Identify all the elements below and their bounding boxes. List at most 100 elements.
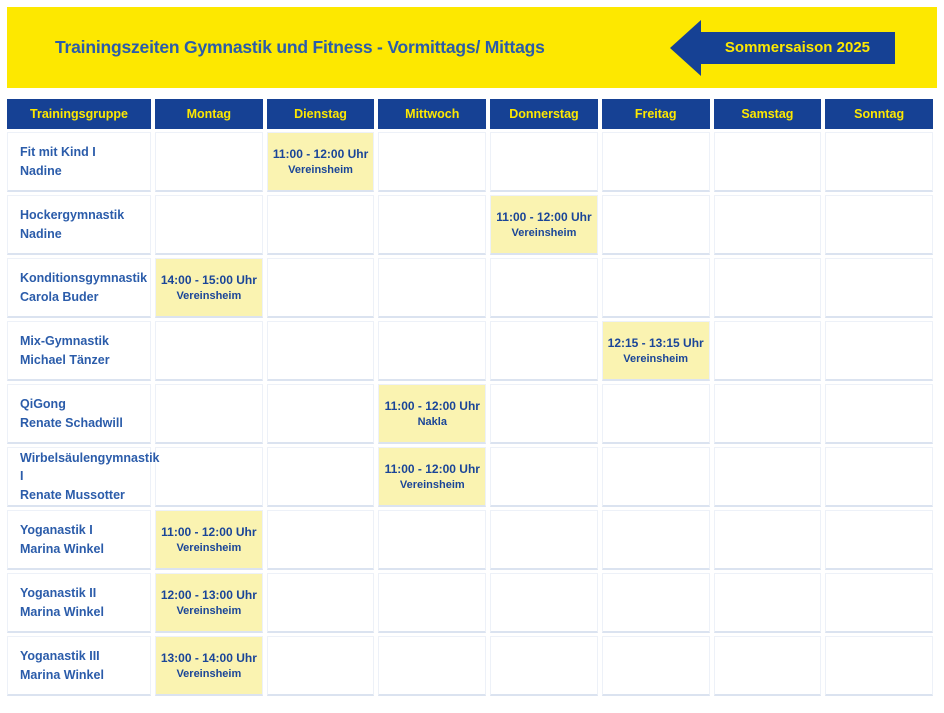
group-cell: Yoganastik I Marina Winkel	[7, 510, 151, 570]
session-location: Vereinsheim	[399, 479, 465, 492]
session-cell	[155, 384, 263, 444]
group-name: Yoganastik II	[20, 586, 97, 601]
trainer-name: Renate Mussotter	[20, 487, 125, 502]
session-cell	[601, 573, 710, 633]
session-location: Nakla	[417, 416, 447, 429]
trainer-name: Nadine	[20, 163, 62, 178]
session-cell	[601, 132, 710, 192]
session-cell	[378, 636, 487, 696]
page-title: Trainingszeiten Gymnastik und Fitness - …	[55, 37, 545, 57]
session-location: Vereinsheim	[176, 605, 242, 618]
session-cell	[825, 573, 933, 633]
arrow-left-icon	[669, 19, 701, 76]
session-time: 11:00 - 12:00 Uhr	[272, 147, 369, 162]
session-cell	[490, 258, 598, 318]
table-row: Yoganastik I Marina Winkel 11:00 - 12:00 U…	[7, 510, 933, 570]
session-cell	[266, 321, 375, 381]
session-cell	[713, 132, 822, 192]
session-cell	[378, 132, 487, 192]
session-cell	[490, 132, 598, 192]
group-name: Hockergymnastik	[20, 208, 125, 223]
session-cell	[490, 384, 598, 444]
session-cell	[266, 195, 375, 255]
session-cell	[266, 258, 375, 318]
session-location: Vereinsheim	[176, 542, 242, 555]
session-cell	[713, 195, 822, 255]
trainer-name: Marina Winkel	[20, 667, 104, 682]
trainer-name: Michael Tänzer	[20, 352, 110, 367]
session-time: 11:00 - 12:00 Uhr	[384, 399, 480, 414]
session-cell	[266, 573, 375, 633]
schedule-table: Trainingsgruppe Montag Dienstag Mittwoch…	[3, 96, 937, 699]
session-cell	[378, 573, 487, 633]
session-cell	[378, 510, 487, 570]
trainer-name: Renate Schadwill	[20, 415, 123, 430]
group-name: Yoganastik I	[20, 523, 93, 538]
group-name: Wirbelsäulengymnastik I	[20, 451, 160, 484]
session-cell	[155, 132, 263, 192]
session-cell	[825, 195, 933, 255]
session-cell	[601, 384, 710, 444]
session-location: Vereinsheim	[288, 164, 353, 177]
session-cell	[713, 258, 822, 318]
group-cell: Yoganastik II Marina Winkel	[7, 573, 151, 633]
group-name: Mix-Gymnastik	[20, 334, 109, 349]
column-header-sonntag: Sonntag	[825, 99, 933, 129]
session-cell	[490, 636, 598, 696]
session-cell	[490, 321, 598, 381]
table-row: Yoganastik III Marina Winkel 13:00 - 14:00…	[7, 636, 933, 696]
session-cell	[266, 384, 375, 444]
session-cell	[825, 132, 933, 192]
column-header-montag: Montag	[155, 99, 263, 129]
session-time: 12:15 - 13:15 Uhr	[607, 336, 704, 351]
schedule-table-container: Trainingsgruppe Montag Dienstag Mittwoch…	[7, 96, 937, 699]
session-cell	[155, 195, 263, 255]
season-badge: Sommersaison 2025	[669, 19, 895, 76]
session-time: 11:00 - 12:00 Uhr	[384, 462, 480, 477]
session-cell	[601, 447, 710, 507]
session-time: 11:00 - 12:00 Uhr	[496, 210, 592, 225]
session-cell	[825, 384, 933, 444]
table-header-row: Trainingsgruppe Montag Dienstag Mittwoch…	[7, 99, 933, 129]
session-cell	[490, 447, 598, 507]
group-name: Konditionsgymnastik	[20, 271, 148, 286]
session-cell	[601, 636, 710, 696]
session-cell	[825, 258, 933, 318]
session-time: 14:00 - 15:00 Uhr	[160, 273, 257, 288]
session-cell	[601, 258, 710, 318]
table-row: Wirbelsäulengymnastik I Renate Mussotter 1…	[7, 447, 933, 507]
session-time: 11:00 - 12:00 Uhr	[161, 525, 257, 540]
session-cell	[490, 573, 598, 633]
group-name: QiGong	[20, 397, 66, 412]
session-location: Vereinsheim	[176, 668, 242, 681]
session-cell	[266, 510, 375, 570]
trainer-name: Marina Winkel	[20, 541, 104, 556]
group-name: Fit mit Kind I	[20, 145, 96, 160]
group-name: Yoganastik III	[20, 649, 100, 664]
column-header-mittwoch: Mittwoch	[378, 99, 487, 129]
session-cell	[825, 510, 933, 570]
session-cell	[601, 195, 710, 255]
session-cell	[713, 510, 822, 570]
trainer-name: Carola Buder	[20, 289, 99, 304]
session-cell	[378, 321, 487, 381]
group-cell: Wirbelsäulengymnastik I Renate Mussotter	[7, 447, 160, 507]
season-badge-label: Sommersaison 2025	[699, 31, 895, 64]
trainer-name: Marina Winkel	[20, 604, 104, 619]
session-time: 13:00 - 14:00 Uhr	[160, 651, 257, 666]
column-header-trainingsgruppe: Trainingsgruppe	[7, 99, 151, 129]
session-cell	[155, 321, 263, 381]
